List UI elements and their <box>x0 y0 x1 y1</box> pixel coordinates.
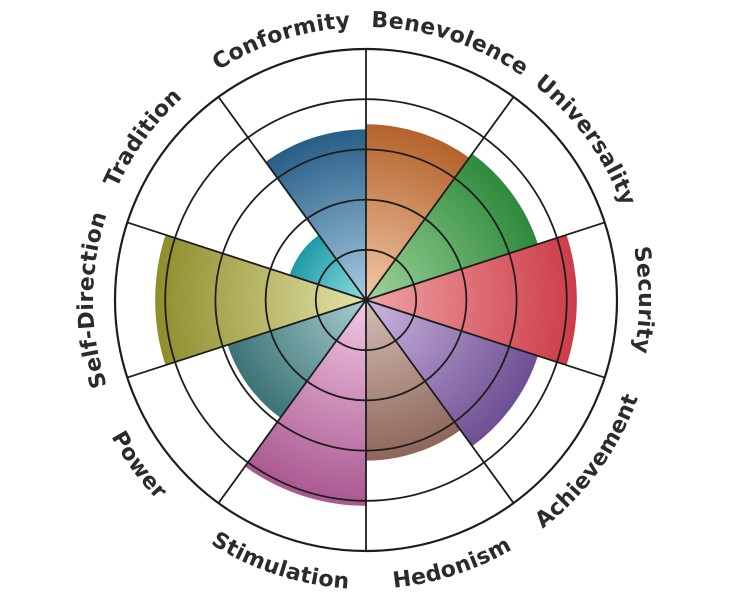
category-label-self-direction: Self-Direction <box>74 209 112 391</box>
grid-spoke-2 <box>365 221 605 301</box>
grid-spoke-8 <box>127 221 367 301</box>
sector-self-direction <box>155 234 366 366</box>
grid-spoke-7 <box>127 299 367 379</box>
category-label-benevolence: Benevolence <box>371 8 533 81</box>
sector-universality <box>366 153 538 300</box>
sector-stimulation <box>245 300 366 506</box>
grid-spoke-4 <box>365 299 515 504</box>
grid-spoke-9 <box>217 96 367 301</box>
category-label-achievement: Achievement <box>531 390 644 533</box>
grid-layer <box>113 47 619 553</box>
grid-spoke-3 <box>365 299 605 379</box>
category-label-security: Security <box>628 245 658 356</box>
sector-hedonism <box>366 300 461 461</box>
sector-security <box>366 234 577 366</box>
grid-spoke-6 <box>217 299 367 504</box>
category-label-power: Power <box>106 427 171 504</box>
category-label-universality: Universality <box>530 70 640 209</box>
grid-spoke-1 <box>365 96 515 301</box>
category-label-hedonism: Hedonism <box>391 533 515 594</box>
category-label-stimulation: Stimulation <box>207 527 350 594</box>
sector-achievement <box>366 300 538 447</box>
sector-power <box>227 300 366 418</box>
